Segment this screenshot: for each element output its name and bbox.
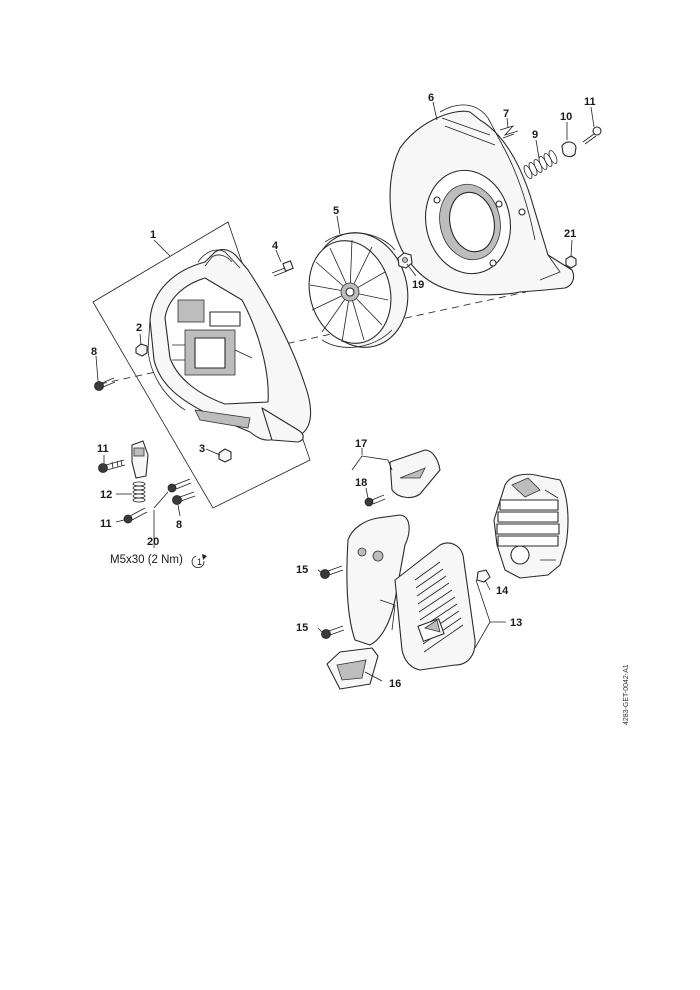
screw-18 [364,494,386,507]
clip-7 [499,125,519,139]
part-label-21: 21 [564,228,576,240]
part-label-14: 14 [496,585,509,597]
spring-9 [523,150,558,179]
part-label-11-bottom: 11 [100,518,112,530]
screw-11-bottom [123,507,148,524]
part-label-19: 19 [412,279,424,291]
part-label-6: 6 [428,92,434,104]
front-cover [346,514,476,671]
valve-12 [131,440,149,503]
part-label-2: 2 [136,322,142,334]
part-label-10: 10 [560,111,572,123]
part-label-17: 17 [355,438,367,450]
nut-21 [565,255,577,269]
part-label-8-bottom: 8 [176,519,182,531]
part-label-7: 7 [503,108,509,120]
part-label-8-left: 8 [91,346,97,358]
part-label-3: 3 [199,443,205,455]
torque-step-icon: 1 [191,554,207,569]
screw-4 [271,260,294,277]
engine [493,473,569,579]
screw-8-left [94,377,116,391]
nut-14 [476,569,491,583]
screw-11-left [98,459,126,473]
part-label-13: 13 [510,617,522,629]
screw-8-bottom [172,491,196,505]
nut-3 [218,448,232,463]
torque-note: M5x30 (2 Nm) [110,554,183,566]
part-label-15-bottom: 15 [296,622,308,634]
part-label-18: 18 [355,477,367,489]
screw-15-bottom [321,625,345,639]
nut-19 [397,252,413,269]
part-label-9: 9 [532,129,538,141]
nut-2 [135,343,148,357]
part-label-1: 1 [150,229,156,241]
part-label-11-top: 11 [584,96,596,108]
filter-16 [326,647,379,690]
impeller [308,232,409,348]
part-label-20: 20 [147,536,159,548]
cover-17 [389,449,441,499]
screw-15-top [320,565,344,579]
part-label-15-top: 15 [296,564,308,576]
cap-10 [561,141,577,158]
volute-shroud [389,104,575,296]
screw-20 [167,478,192,493]
assembly-box [92,221,311,509]
screw-11-top [582,126,602,145]
part-label-5: 5 [333,205,339,217]
drawing-code: 4283-GET-0042-A1 [623,664,630,725]
part-label-4: 4 [272,240,279,252]
part-label-11-left: 11 [97,443,109,455]
part-label-12: 12 [100,489,112,501]
leader-lines [95,101,595,682]
fan-housing [147,249,312,443]
torque-step-number: 1 [197,557,202,567]
part-label-16: 16 [389,678,401,690]
